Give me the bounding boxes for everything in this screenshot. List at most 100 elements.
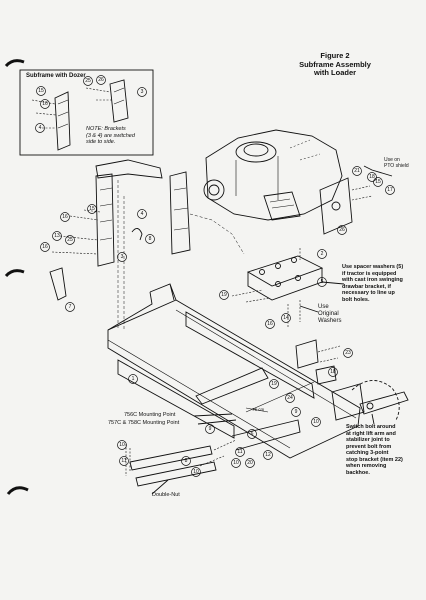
switch-bolt-leader <box>371 413 375 425</box>
rear-right-bracket <box>331 383 365 421</box>
inset-note: NOTE: Brackets (3 & 4) are switched side… <box>86 126 135 146</box>
switch-bolt-line: at right lift arm and <box>346 430 396 437</box>
rear-cross-member <box>195 367 269 405</box>
switch-bolt-line: Switch bolt around <box>346 424 396 430</box>
switch-bolt-line: when removing <box>346 463 387 469</box>
pin-7 <box>49 267 67 301</box>
switch-bolt-line: stabilizer joint to <box>346 437 390 443</box>
item-number: 13 <box>54 233 60 239</box>
double-nut-label: Double-Nut <box>152 492 180 498</box>
figure-number: Figure 2 <box>320 51 350 60</box>
drawbar-bracket <box>246 255 324 287</box>
mount-756c-leader <box>193 413 233 417</box>
item-number: 6 <box>251 431 254 437</box>
item-number: 15 <box>38 88 44 94</box>
item-number: 11 <box>121 458 126 464</box>
right-bracket-plate <box>169 171 191 255</box>
transmission-housing <box>205 129 343 221</box>
dimension-label: 75 cm <box>252 407 265 412</box>
item-number: 11 <box>237 449 242 455</box>
item-number: 3 <box>141 89 144 95</box>
item-number: 10 <box>313 419 319 425</box>
item-number: 16 <box>62 214 68 220</box>
item-balloons <box>35 75 395 477</box>
mount-757c-leader <box>197 419 237 425</box>
item-number: 24 <box>287 395 293 401</box>
lower-bar-left <box>129 445 213 471</box>
original-washer-leader <box>299 305 319 313</box>
item-number: 10 <box>233 460 239 466</box>
item-number: 8 <box>149 236 152 242</box>
pto-shield-leader <box>363 165 393 177</box>
original-washers-line: Original <box>318 311 339 317</box>
original-washers-line: Use <box>318 304 329 310</box>
item-number: 18 <box>369 174 375 180</box>
item-number: 10 <box>119 442 125 448</box>
item-number: 15 <box>375 179 381 185</box>
item-number: 4 <box>39 125 42 131</box>
spacer-note-line: necessary to line up <box>342 290 395 296</box>
spacer-plate <box>315 365 337 385</box>
item-number: 9 <box>209 426 212 432</box>
inset-title: Subframe with Dozer <box>26 73 86 79</box>
item-number: 12 <box>265 452 271 458</box>
figure-title-line2: with Loader <box>313 68 357 77</box>
item-number: 4 <box>141 211 144 217</box>
spacer-note-line: bolt holes. <box>342 296 370 303</box>
left-frame-beam <box>117 359 235 439</box>
upper-bracket <box>95 159 163 179</box>
pto-shield-note: Use on PTO shield <box>384 157 409 169</box>
original-washers-note: Use Original Washers <box>318 304 341 325</box>
pto-shield-line: Use on <box>384 157 400 163</box>
item-number: 23 <box>345 350 351 356</box>
double-nut-leader <box>151 479 169 495</box>
mount-756c-label: 756C Mounting Point <box>124 412 176 418</box>
item-number: 19 <box>221 292 227 298</box>
inset-note-line: side to side. <box>86 139 116 145</box>
item-number: 16 <box>267 321 273 327</box>
item-number: 17 <box>387 187 393 193</box>
inset-box <box>19 69 154 156</box>
item-number: 25 <box>67 237 73 243</box>
corner-mark-bottom <box>6 486 29 495</box>
spacer-note-line: if tractor is equipped <box>342 270 397 277</box>
item-number: 20 <box>247 460 253 466</box>
mount-757c-label: 757C & 758C Mounting Point <box>108 420 180 426</box>
item-number: 3 <box>121 254 124 260</box>
drawbar-block <box>263 191 301 221</box>
item-numbers: 25 26 15 16 3 4 21 18 15 17 15 4 16 13 2… <box>38 77 393 475</box>
item-number: 26 <box>339 227 345 233</box>
spacer-washer-note: Use spacer washers (5) if tractor is equ… <box>342 264 403 303</box>
item-number: 21 <box>354 168 360 174</box>
item-number: 16 <box>42 101 48 107</box>
item-number: 8 <box>185 458 188 464</box>
figure-title-line1: Subframe Assembly <box>299 59 371 69</box>
item-number: 14 <box>283 315 289 321</box>
switch-bolt-line: stop bracket (item 22) <box>346 456 403 463</box>
item-number: 9 <box>295 409 298 415</box>
item-number: 25 <box>85 78 91 84</box>
item-number: 2 <box>321 251 324 257</box>
inset-bracket-left <box>54 91 71 151</box>
left-bracket-plate <box>95 173 115 267</box>
switch-bolt-line: prevent bolt from <box>346 443 392 450</box>
spacer-note-line: Use spacer washers (5) <box>342 264 404 270</box>
item-number: 5 <box>321 279 324 285</box>
switch-bolt-line: backhoe. <box>346 469 370 476</box>
stop-bracket <box>295 339 319 369</box>
spacer-leader <box>321 281 345 285</box>
right-frame-beam <box>185 311 315 399</box>
item-number: 15 <box>89 206 95 212</box>
corner-mark-middle <box>4 269 25 278</box>
item-number: 19 <box>271 381 277 387</box>
spacer-note-line: drawbar bracket, if <box>342 283 391 290</box>
inset-note-line: NOTE: Brackets <box>86 126 126 132</box>
item-number: 1 <box>132 376 135 382</box>
lower-bar-double-nut <box>135 461 217 487</box>
item-number: 10 <box>193 469 199 475</box>
front-cross-member <box>149 283 177 301</box>
item-number: 16 <box>42 244 48 250</box>
side-plate-right <box>319 177 353 235</box>
